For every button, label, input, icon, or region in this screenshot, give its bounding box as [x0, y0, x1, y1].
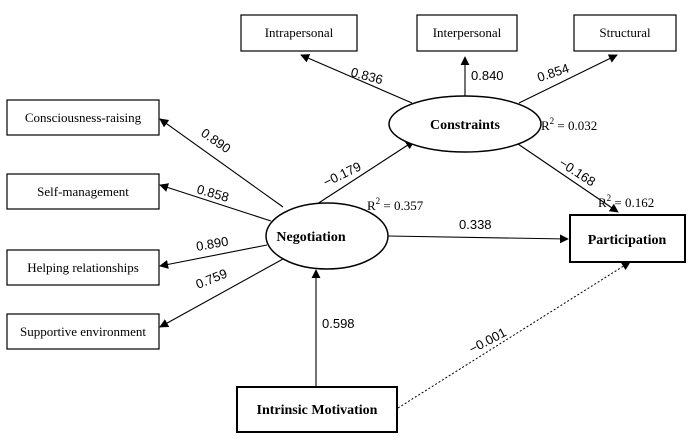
self-management-box: [6, 173, 160, 210]
r-squared-constraints: R2 = 0.032: [541, 116, 597, 133]
r-squared-negotiation: R2 = 0.357: [367, 196, 424, 213]
supportive-environment-box: [6, 313, 160, 350]
arrow-negotiation-selfmanagement: [159, 183, 272, 222]
path-arrows: [159, 54, 631, 409]
consciousness-raising-box: [6, 99, 160, 136]
r-squared-annotations: R2 = 0.032 R2 = 0.357 R2 = 0.162: [367, 116, 654, 213]
consciousness-raising-label: Consciousness-raising: [25, 110, 142, 125]
arrow-constraints-participation: [517, 143, 619, 213]
supportive-environment-label: Supportive environment: [20, 324, 146, 339]
intrinsic-motivation-box: [236, 386, 398, 433]
arrow-negotiation-helping: [159, 244, 268, 269]
coef-negotiation-participation: 0.338: [459, 217, 492, 232]
arrow-negotiation-constraints: [313, 140, 415, 207]
negotiation-ellipse: [265, 202, 389, 270]
coef-negotiation-selfmanagement: 0.858: [195, 181, 230, 204]
negotiation-label: Negotiation: [276, 230, 345, 245]
coef-negotiation-supportive: 0.759: [194, 266, 230, 292]
coef-negotiation-helping: 0.890: [195, 234, 230, 254]
constraints-label: Constraints: [430, 118, 501, 133]
interpersonal-label: Interpersonal: [433, 25, 502, 40]
intrapersonal-box: [240, 14, 358, 52]
intrapersonal-label: Intrapersonal: [265, 25, 334, 40]
helping-relationships-label: Helping relationships: [27, 260, 139, 275]
constraints-ellipse: [388, 95, 542, 153]
structural-label: Structural: [599, 25, 651, 40]
coef-constraints-structural: 0.854: [535, 61, 571, 85]
self-management-label: Self-management: [37, 184, 129, 199]
helping-relationships-box: [6, 249, 160, 286]
arrow-negotiation-consciousness: [159, 118, 284, 208]
participation-label: Participation: [588, 233, 667, 248]
r-squared-participation: R2 = 0.162: [598, 193, 654, 210]
structural-box: [573, 14, 677, 52]
coef-motivation-negotiation: 0.598: [322, 316, 355, 331]
arrow-negotiation-participation: [387, 234, 569, 244]
arrow-negotiation-supportive: [159, 258, 284, 328]
coef-constraints-interpersonal: 0.840: [471, 68, 504, 83]
arrow-constraints-intrapersonal: [300, 54, 413, 104]
intrinsic-motivation-label: Intrinsic Motivation: [257, 403, 378, 418]
coef-negotiation-constraints: −0.179: [321, 159, 364, 190]
arrow-constraints-structural: [518, 54, 618, 104]
coef-negotiation-consciousness: 0.890: [198, 125, 233, 156]
arrow-motivation-participation: [397, 261, 631, 409]
participation-box: [569, 214, 686, 263]
interpersonal-box: [416, 14, 518, 52]
